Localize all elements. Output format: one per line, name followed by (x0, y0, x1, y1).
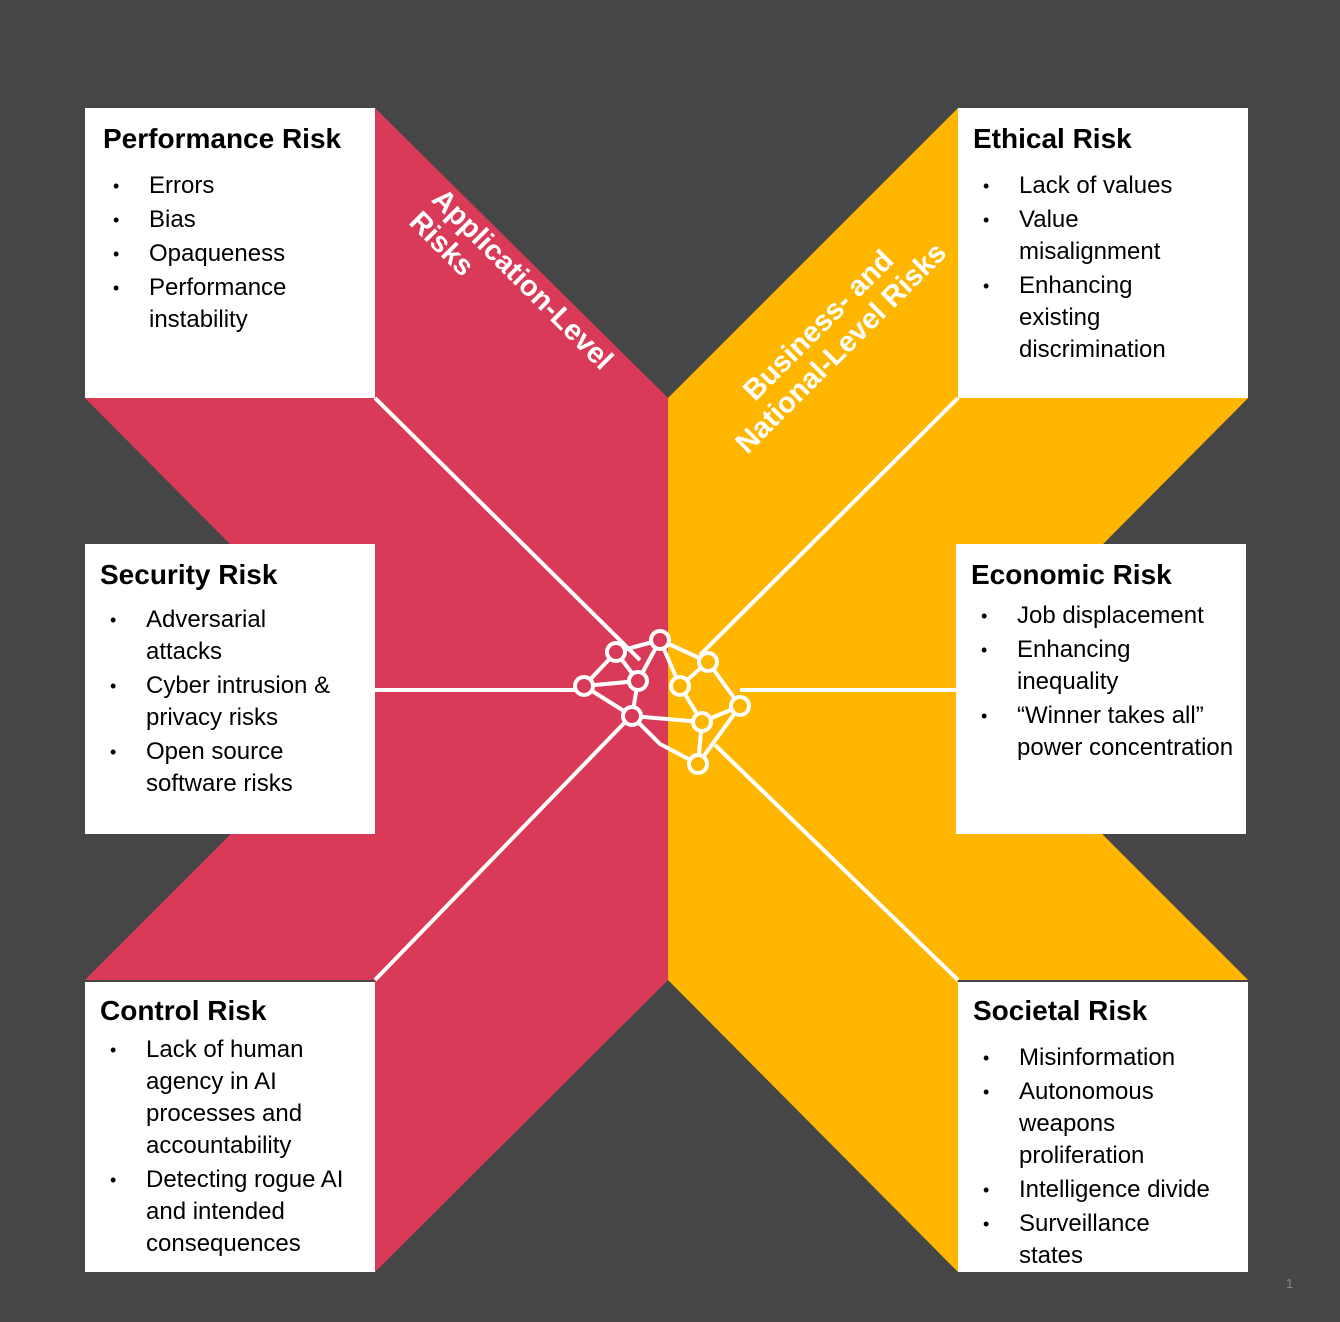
list-item: Detecting rogue AI and intended conseque… (100, 1164, 346, 1260)
list-item: Adversarial attacks (100, 604, 296, 668)
economic-risk-box: Economic Risk Job displacement Enhancing… (956, 544, 1246, 834)
list-item: Surveillance states (973, 1208, 1189, 1272)
connector-lines (373, 396, 960, 982)
control-risk-list: Lack of human agency in AI processes and… (100, 1034, 375, 1260)
list-item: Job displacement (971, 600, 1246, 632)
list-item: Misinformation (973, 1042, 1248, 1074)
list-item: Bias (103, 204, 375, 236)
security-risk-list: Adversarial attacks Cyber intrusion & pr… (100, 604, 375, 800)
list-item: Intelligence divide (973, 1174, 1248, 1206)
list-item: Lack of values (973, 170, 1248, 202)
list-item: Performance instability (103, 272, 319, 336)
list-item: Open source software risks (100, 736, 346, 800)
performance-risk-box: Performance Risk Errors Bias Opaqueness … (85, 108, 375, 398)
page-number: 1 (1286, 1276, 1294, 1291)
security-risk-box: Security Risk Adversarial attacks Cyber … (85, 544, 375, 834)
list-item: Lack of human agency in AI processes and… (100, 1034, 336, 1162)
list-item: Value misalignment (973, 204, 1189, 268)
economic-risk-title: Economic Risk (971, 559, 1172, 590)
list-item: Errors (103, 170, 375, 202)
list-item: Autonomous weapons proliferation (973, 1076, 1189, 1172)
performance-risk-list: Errors Bias Opaqueness Performance insta… (103, 170, 375, 336)
societal-risk-title: Societal Risk (973, 995, 1148, 1026)
list-item: Opaqueness (103, 238, 375, 270)
list-item: Enhancing existing discrimination (973, 270, 1189, 366)
security-risk-title: Security Risk (100, 559, 278, 590)
list-item: Cyber intrusion & privacy risks (100, 670, 356, 734)
ethical-risk-title: Ethical Risk (973, 123, 1132, 154)
control-risk-box: Control Risk Lack of human agency in AI … (85, 982, 375, 1272)
neural-network-brain-icon (573, 629, 751, 775)
list-item: Enhancing inequality (971, 634, 1167, 698)
ethical-risk-list: Lack of values Value misalignment Enhanc… (973, 170, 1248, 366)
societal-risk-list: Misinformation Autonomous weapons prolif… (973, 1042, 1248, 1272)
economic-risk-list: Job displacement Enhancing inequality “W… (971, 600, 1246, 764)
list-item: “Winner takes all” power concentration (971, 700, 1237, 764)
control-risk-title: Control Risk (100, 995, 267, 1026)
performance-risk-title: Performance Risk (103, 123, 342, 154)
societal-risk-box: Societal Risk Misinformation Autonomous … (958, 982, 1248, 1272)
ethical-risk-box: Ethical Risk Lack of values Value misali… (958, 108, 1248, 398)
